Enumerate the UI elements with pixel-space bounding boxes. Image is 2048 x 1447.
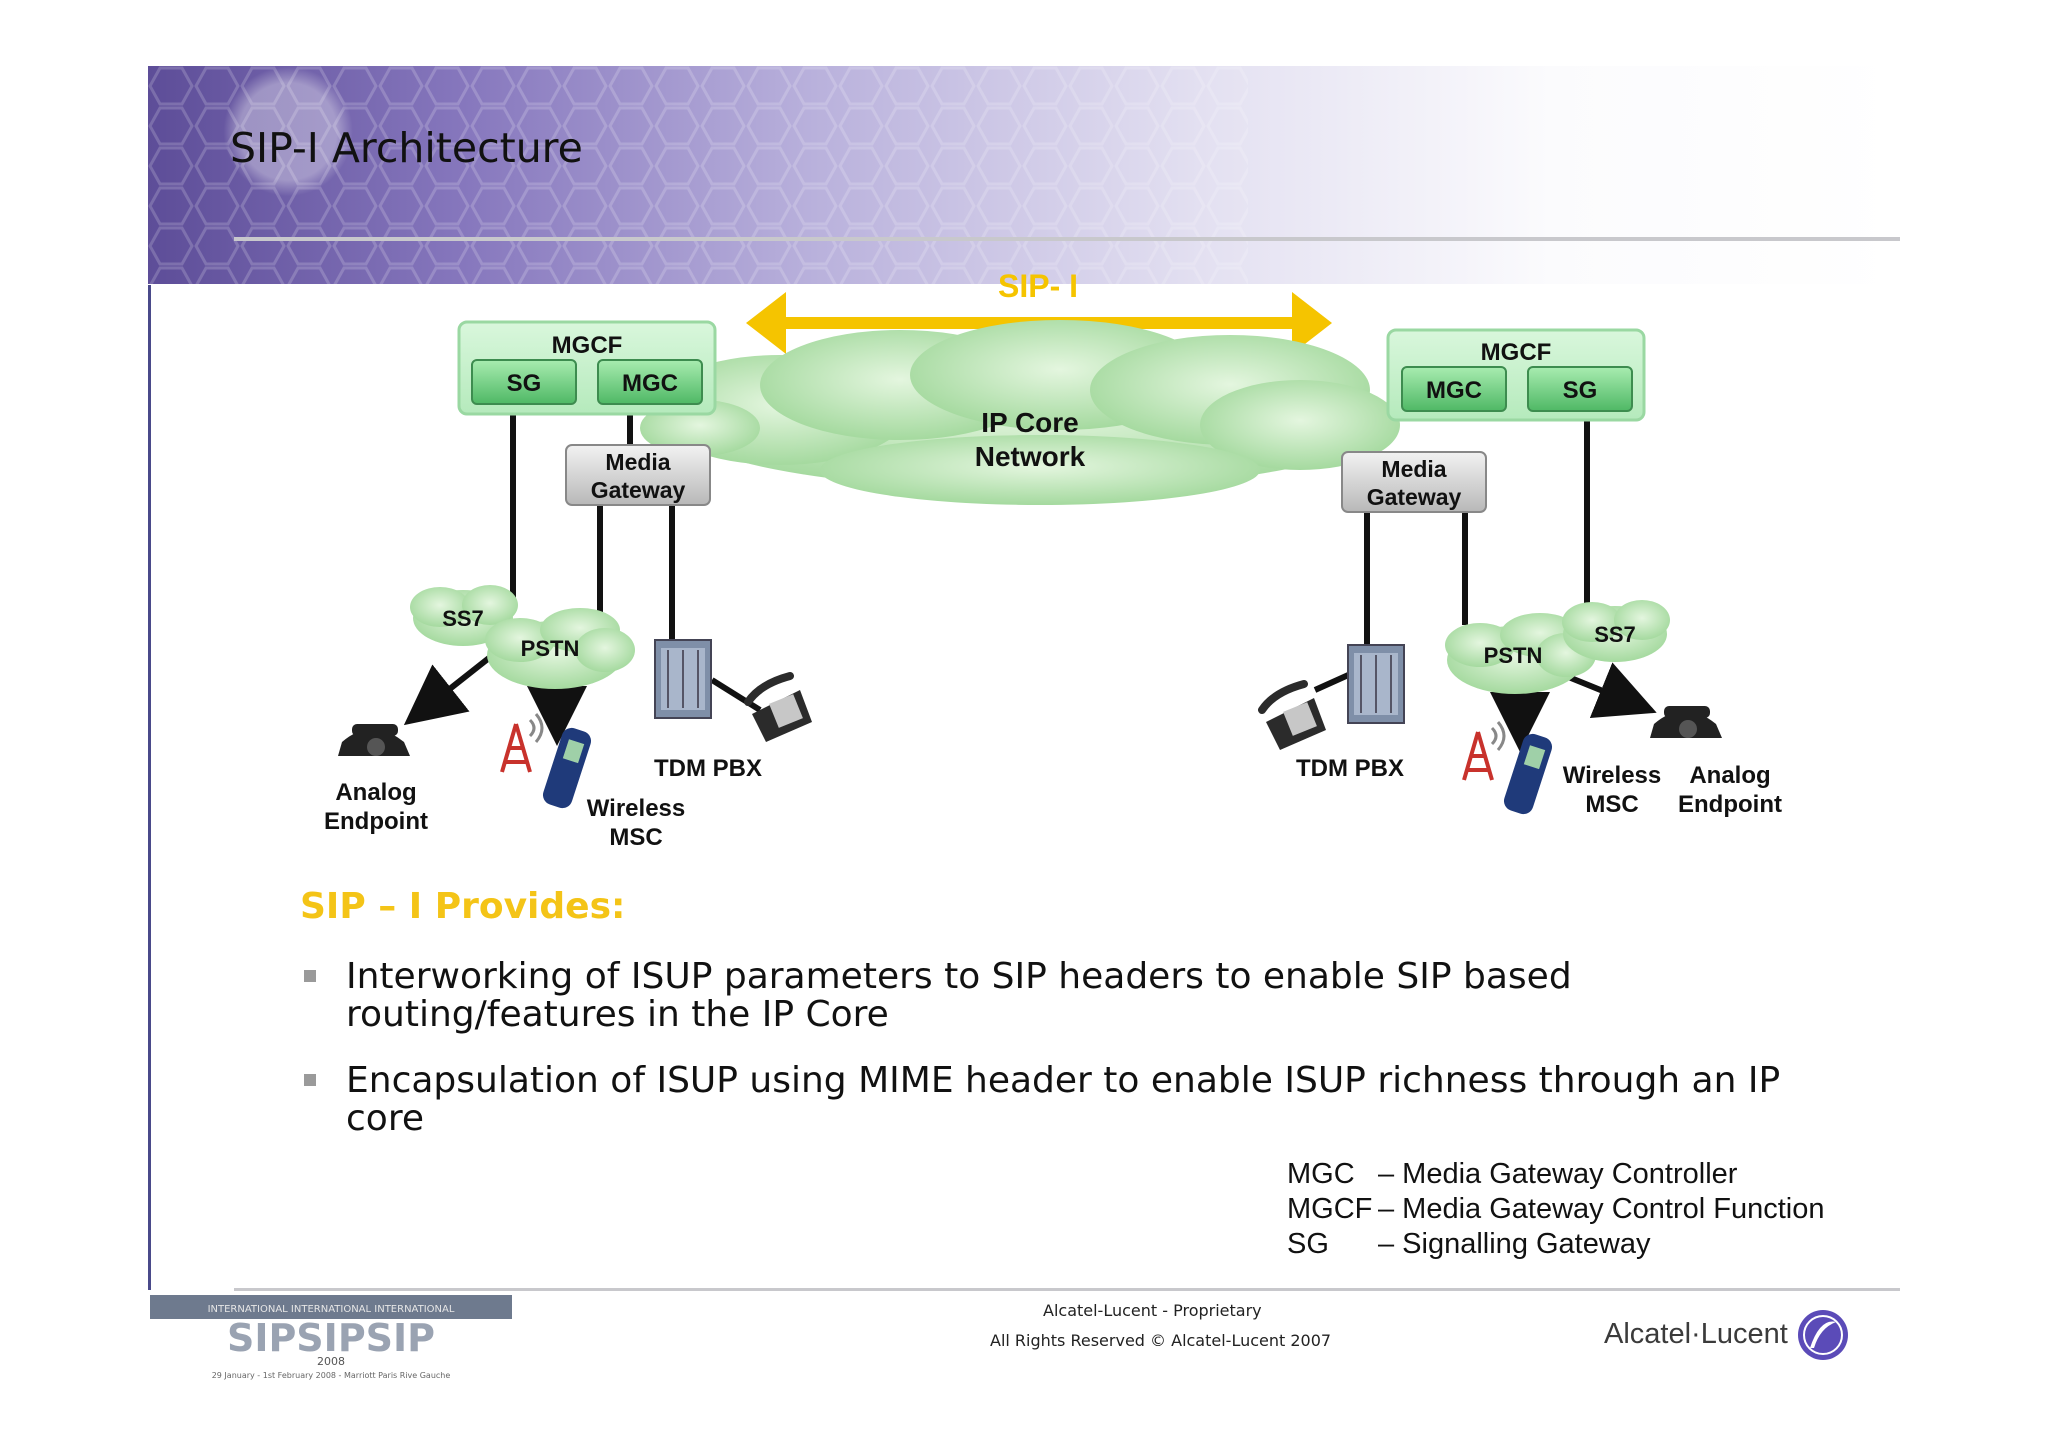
- right-mgc-label: MGC: [1426, 377, 1482, 404]
- legend-desc-mgc: – Media Gateway Controller: [1378, 1158, 1738, 1190]
- left-pbx-icon: [654, 639, 712, 719]
- legend-abbr-sg: SG: [1287, 1228, 1329, 1260]
- left-wireless-line2: MSC: [609, 824, 662, 851]
- left-antenna-icon: [500, 713, 544, 773]
- bullet-marker-1: [304, 970, 316, 982]
- right-analog-line1: Analog: [1689, 762, 1770, 789]
- left-analog-phone-icon: [338, 724, 410, 756]
- right-wireless-line1: Wireless: [1563, 762, 1662, 789]
- right-mgcf-label: MGCF: [1481, 339, 1552, 366]
- bullet-1-line1: Interworking of ISUP parameters to SIP h…: [346, 956, 1572, 997]
- event-logo-word: SIPSIPSIP: [227, 1316, 435, 1360]
- left-pbx-label: TDM PBX: [654, 755, 762, 782]
- bullet-2-line2: core: [346, 1098, 424, 1139]
- left-mgc-label: MGC: [622, 370, 678, 397]
- footer-rule: [234, 1288, 1900, 1291]
- left-analog-line2: Endpoint: [324, 808, 428, 835]
- event-logo-dates: 29 January - 1st February 2008 - Marriot…: [212, 1371, 451, 1380]
- right-gateway-line1: Media: [1381, 456, 1446, 482]
- sip-2008-event-logo: INTERNATIONAL INTERNATIONAL INTERNATIONA…: [150, 1295, 512, 1380]
- page-title: SIP-I Architecture: [230, 124, 583, 172]
- left-sg-box: [471, 359, 577, 405]
- legend-abbr-mgcf: MGCF: [1287, 1193, 1373, 1225]
- right-pstn-cloud: [1445, 613, 1596, 694]
- legend-abbr-mgc: MGC: [1287, 1158, 1355, 1190]
- header-texture: [148, 66, 1248, 284]
- right-ss7-arrow: [1564, 662, 1657, 719]
- title-underline: [234, 237, 1900, 241]
- right-sg-label: SG: [1563, 377, 1598, 404]
- left-gateway-line1: Media: [605, 449, 670, 475]
- left-mgc-box: [597, 359, 703, 405]
- right-pbx-icon: [1347, 644, 1405, 724]
- right-pbx-label: TDM PBX: [1296, 755, 1404, 782]
- footer-proprietary: Alcatel-Lucent - Proprietary: [1043, 1301, 1262, 1320]
- left-media-gateway: [565, 444, 711, 506]
- left-wireless-line1: Wireless: [587, 795, 686, 822]
- ip-core-cloud: [640, 320, 1400, 505]
- ip-core-label-line1: IP Core: [981, 407, 1079, 438]
- right-links: [1364, 416, 1590, 650]
- right-mgc-box: [1401, 366, 1507, 412]
- event-logo-year: 2008: [317, 1355, 345, 1368]
- right-sg-box: [1527, 366, 1633, 412]
- architecture-diagram: SIP- I IP Core Network MGCF SG MGC Media…: [324, 268, 1782, 851]
- right-ss7-cloud: [1562, 600, 1670, 662]
- event-logo-top: INTERNATIONAL INTERNATIONAL INTERNATIONA…: [208, 1304, 455, 1315]
- right-analog-line2: Endpoint: [1678, 791, 1782, 818]
- left-links: [510, 408, 675, 640]
- right-gateway-line2: Gateway: [1367, 484, 1462, 510]
- bullet-marker-2: [304, 1074, 316, 1086]
- right-desk-phone-icon: [1258, 680, 1326, 750]
- alcatel-lucent-logo-icon: [1798, 1310, 1848, 1360]
- alcatel-lucent-wordmark: Alcatel·Lucent: [1604, 1318, 1788, 1350]
- left-pbx-link: [710, 677, 762, 713]
- legend-desc-mgcf: – Media Gateway Control Function: [1378, 1193, 1825, 1225]
- left-ss7-label: SS7: [442, 606, 484, 631]
- sipi-label: SIP- I: [998, 268, 1078, 304]
- left-pstn-cloud: [485, 608, 635, 689]
- left-gateway-line2: Gateway: [591, 477, 686, 503]
- footer-rights: All Rights Reserved © Alcatel-Lucent 200…: [990, 1331, 1332, 1350]
- right-antenna-icon: [1462, 721, 1506, 781]
- legend-desc-sg: – Signalling Gateway: [1378, 1228, 1651, 1260]
- provides-heading: SIP – I Provides:: [300, 886, 626, 927]
- bullet-1-line2: routing/features in the IP Core: [346, 994, 889, 1035]
- left-analog-line1: Analog: [335, 779, 416, 806]
- left-sg-label: SG: [507, 370, 542, 397]
- left-mobile-phone-icon: [542, 727, 592, 809]
- right-ss7-label: SS7: [1594, 622, 1636, 647]
- left-desk-phone-icon: [744, 672, 812, 742]
- ip-core-label-line2: Network: [975, 441, 1086, 472]
- left-pstn-label: PSTN: [521, 636, 580, 661]
- left-vertical-rule: [148, 285, 151, 1290]
- right-analog-phone-icon: [1650, 706, 1722, 738]
- right-mobile-phone-icon: [1503, 733, 1553, 815]
- left-mgcf-label: MGCF: [552, 332, 623, 359]
- right-pstn-label: PSTN: [1484, 643, 1543, 668]
- bullet-2-line1: Encapsulation of ISUP using MIME header …: [346, 1060, 1781, 1101]
- right-media-gateway: [1341, 451, 1487, 513]
- right-wireless-line2: MSC: [1585, 791, 1638, 818]
